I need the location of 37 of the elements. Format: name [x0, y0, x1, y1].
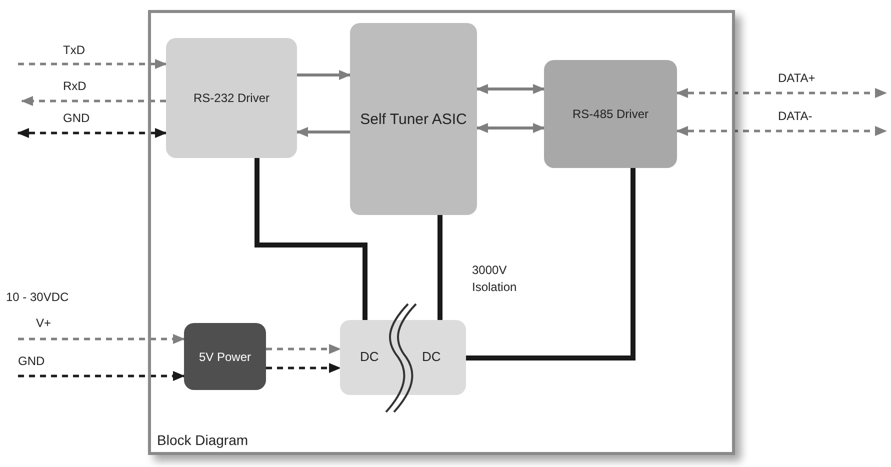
driver-block [544, 60, 677, 168]
diagram-caption: Block Diagram [157, 432, 248, 448]
block-label: Self Tuner ASIC [359, 110, 468, 128]
power-block [184, 323, 266, 390]
block-label: DC [422, 349, 441, 364]
diagram-frame [148, 10, 735, 455]
arrow [17, 128, 167, 138]
edge-label: DATA- [776, 109, 814, 123]
block-label: DC [360, 349, 379, 364]
connector-line [466, 168, 636, 360]
arrow [21, 96, 166, 106]
edge-label: GND [61, 111, 92, 125]
edge-label: RxD [61, 79, 88, 93]
asic-block [350, 23, 477, 215]
arrow [18, 334, 185, 344]
arrow [266, 363, 341, 373]
arrow [296, 127, 350, 137]
arrow [676, 126, 887, 136]
arrow [476, 123, 545, 133]
arrow [476, 84, 545, 94]
arrow [18, 59, 167, 69]
arrow [676, 88, 887, 98]
arrow [266, 344, 341, 354]
block-label: 5V Power [198, 350, 252, 364]
arrow [297, 70, 351, 80]
connector-line [254, 158, 368, 320]
arrow [18, 371, 185, 381]
edge-label: DATA+ [776, 71, 818, 85]
note-text: 10 - 30VDC [5, 290, 70, 304]
edge-label: GND [16, 354, 47, 368]
block-label: RS-485 Driver [571, 107, 650, 121]
block-label: RS-232 Driver [192, 91, 271, 105]
driver-block [166, 38, 297, 158]
note-text: 3000V Isolation [471, 262, 518, 296]
connector-line [438, 215, 442, 320]
edge-label: TxD [61, 43, 87, 57]
edge-label: V+ [34, 316, 54, 330]
